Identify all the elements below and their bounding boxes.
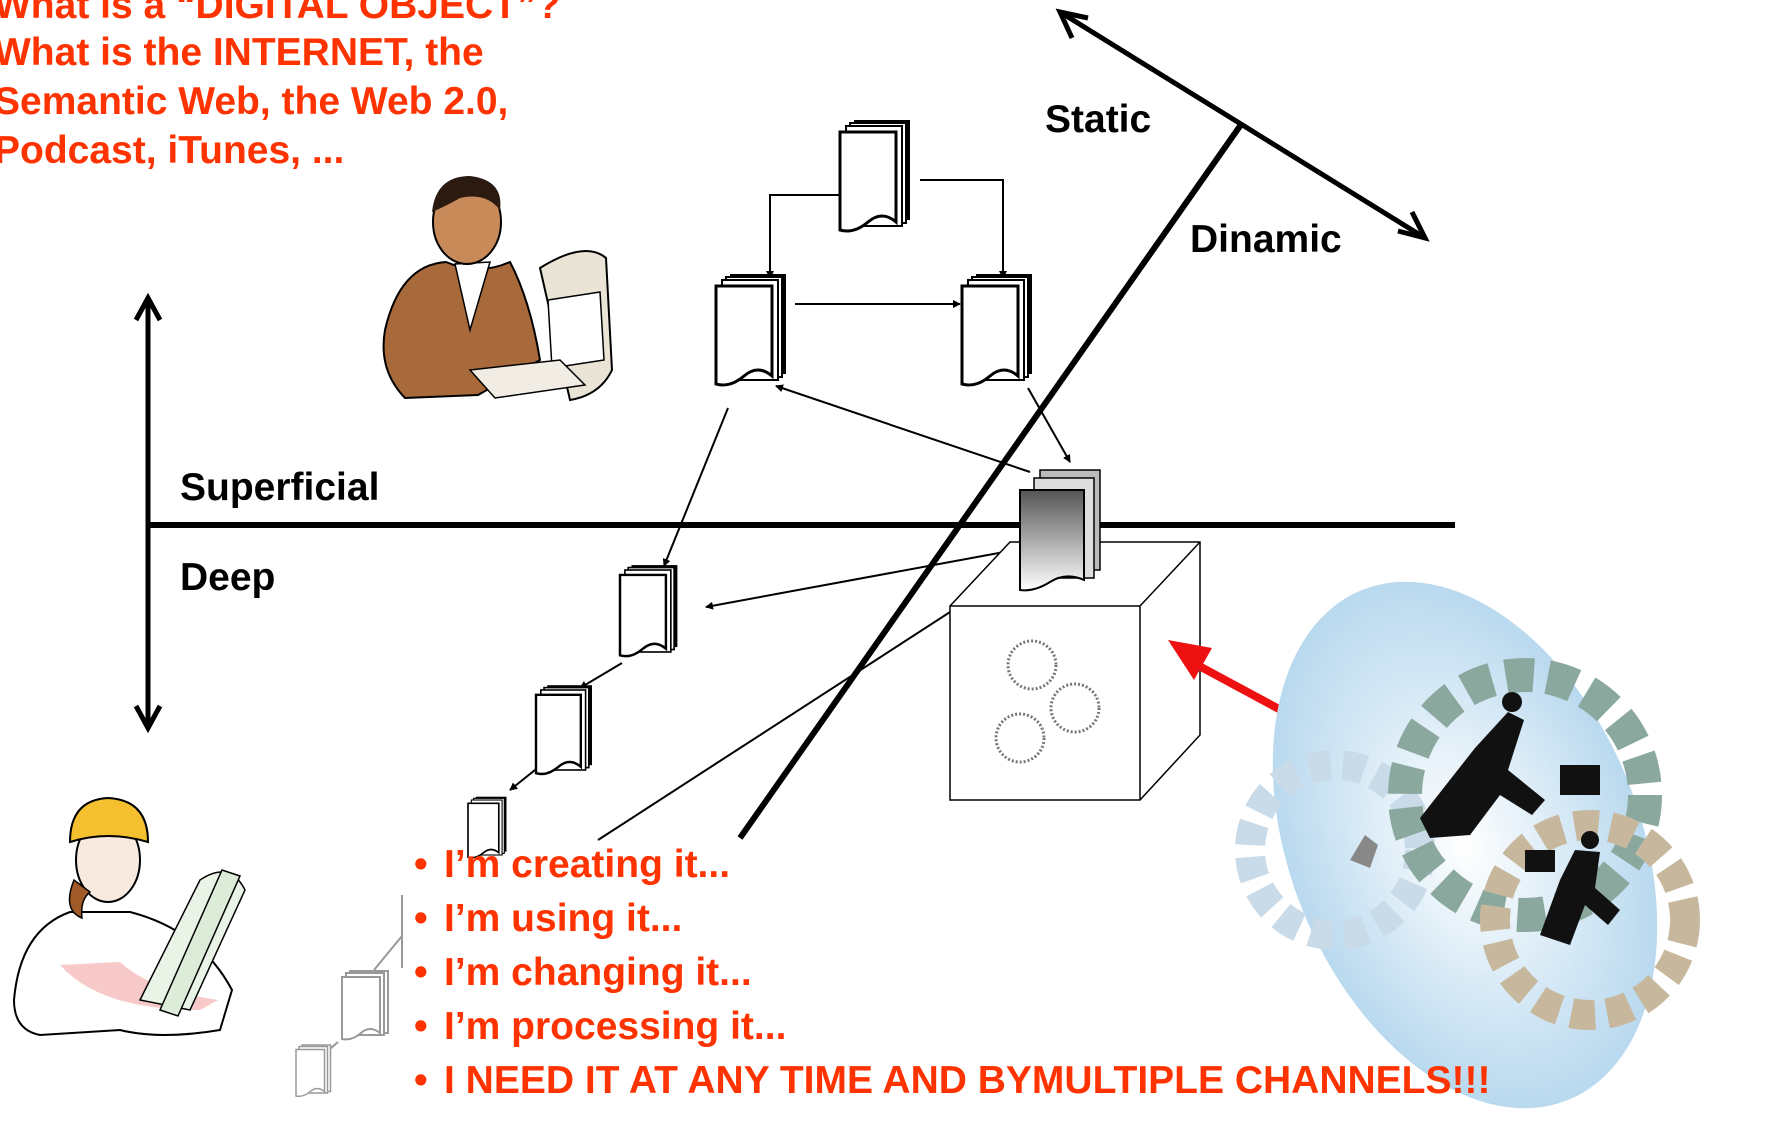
superficial-label: Superficial: [180, 466, 380, 509]
bullet-changing: I’m changing it...: [414, 946, 1490, 1000]
static-dinamic-axis: [737, 8, 1430, 840]
server-document-icon: [1019, 469, 1101, 592]
bullet-need-any-time: I NEED IT AT ANY TIME AND BYMULTIPLE CHA…: [414, 1054, 1490, 1108]
bullet-using: I’m using it...: [414, 892, 1490, 946]
dinamic-label: Dinamic: [1190, 218, 1342, 261]
bullet-creating: I’m creating it...: [414, 838, 1490, 892]
question-line-1: What is a “DIGITAL OBJECT”?: [0, 0, 561, 27]
question-line-4: Podcast, iTunes, ...: [0, 129, 345, 172]
depth-axis: [133, 292, 1455, 734]
question-line-3: Semantic Web, the Web 2.0,: [0, 80, 509, 123]
faded-document-stack-icon: [295, 895, 403, 1098]
office-worker-clipart: [382, 176, 614, 402]
deep-label: Deep: [180, 556, 276, 599]
usage-bullet-list: I’m creating it... I’m using it... I’m c…: [414, 838, 1490, 1108]
data-engine-box: [949, 469, 1201, 801]
bullet-processing: I’m processing it...: [414, 1000, 1490, 1054]
engineer-with-blueprints-clipart: [12, 796, 246, 1037]
document-links: [509, 179, 1071, 841]
document-stack-icon: [467, 118, 1034, 859]
question-line-2: What is the INTERNET, the: [0, 31, 484, 74]
static-label: Static: [1045, 98, 1152, 141]
gear-icon: [994, 639, 1101, 764]
